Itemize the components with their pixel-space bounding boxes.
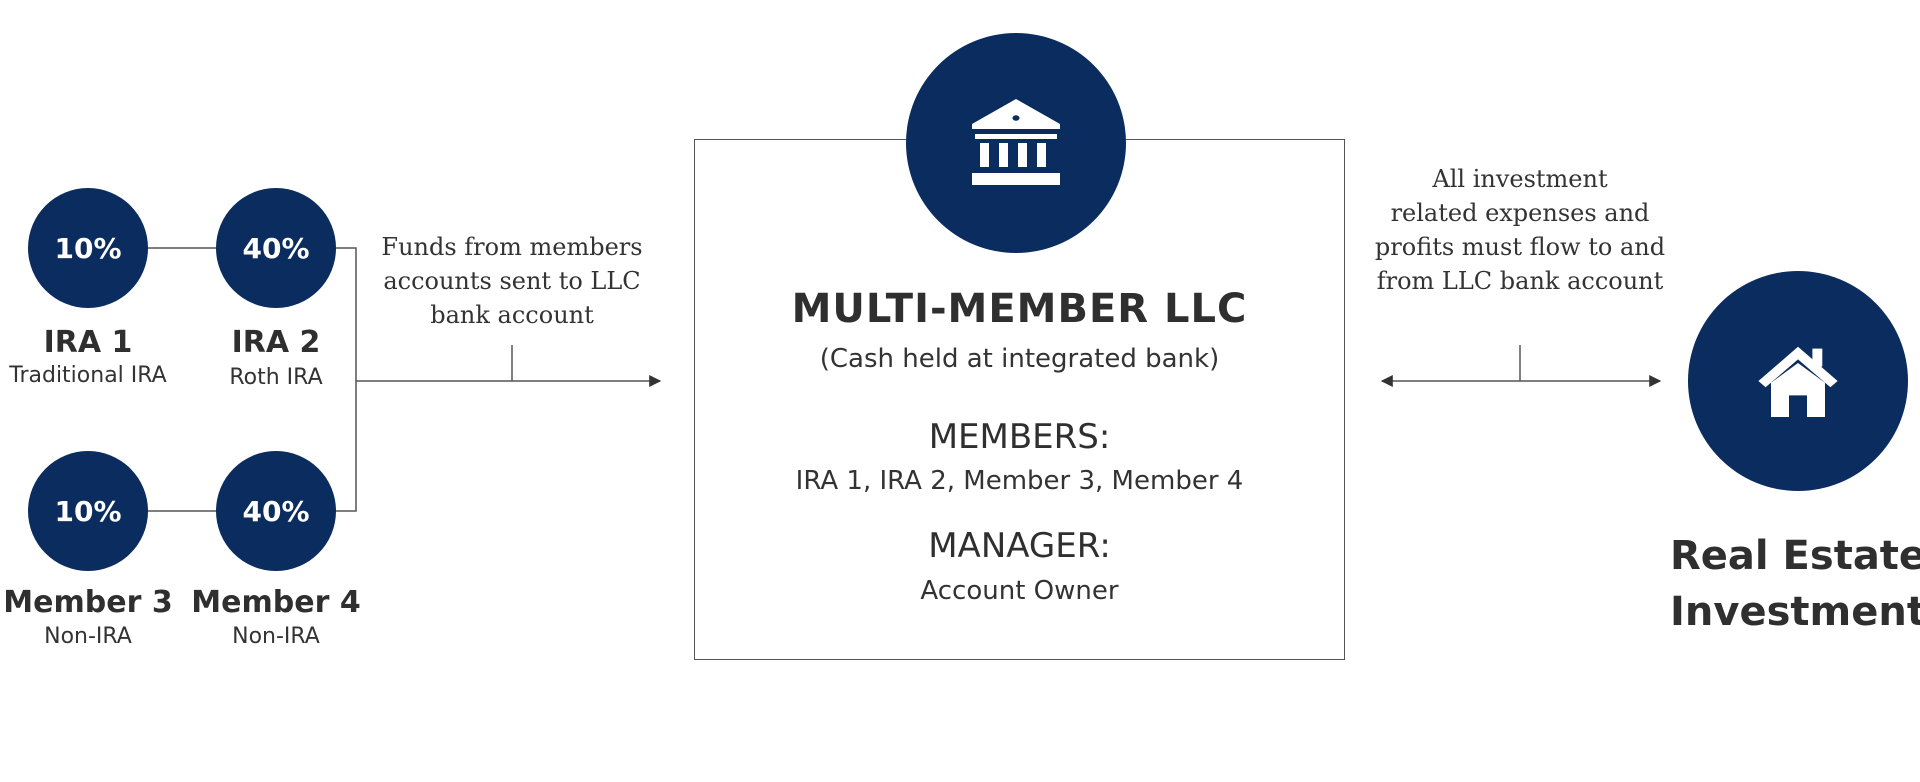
- flow-left-note-line: Funds from members: [381, 233, 643, 261]
- member-circle-ira1: 10%: [28, 188, 148, 308]
- flow-left-note: Funds from members accounts sent to LLC …: [362, 230, 662, 332]
- member-name-member3: Member 3: [3, 585, 173, 620]
- investment-circle: [1688, 271, 1908, 491]
- llc-subtitle: (Cash held at integrated bank): [819, 344, 1220, 374]
- member-circle-ira2: 40%: [216, 188, 336, 308]
- member-name-member4: Member 4: [191, 585, 361, 620]
- investment-label-line2: Investment: [1670, 589, 1920, 635]
- member-type-ira2: Roth IRA: [229, 365, 323, 390]
- flow-right-note: All investment related expenses and prof…: [1360, 162, 1680, 298]
- llc-box: MULTI-MEMBER LLC (Cash held at integrate…: [694, 139, 1345, 660]
- members-heading: MEMBERS:: [928, 417, 1111, 457]
- manager-heading: MANAGER:: [928, 526, 1111, 566]
- bank-icon: [972, 99, 1060, 185]
- member-type-ira1: Traditional IRA: [9, 363, 167, 388]
- flow-right-note-line: profits must flow to and: [1374, 233, 1666, 261]
- percent-label: 10%: [54, 231, 122, 265]
- member-name-ira2: IRA 2: [231, 325, 321, 360]
- member-name-ira1: IRA 1: [43, 325, 133, 360]
- flow-right-note-line: from LLC bank account: [1376, 267, 1664, 295]
- member-circle-member4: 40%: [216, 451, 336, 571]
- member-type-member3: Non-IRA: [44, 624, 132, 649]
- flow-right-note-line: related expenses and: [1390, 199, 1650, 227]
- investment-label: Real Estate Investment: [1670, 528, 1920, 640]
- percent-label: 40%: [242, 231, 310, 265]
- members-list: IRA 1, IRA 2, Member 3, Member 4: [795, 466, 1244, 496]
- member-circle-member3: 10%: [28, 451, 148, 571]
- bank-circle: [906, 33, 1126, 253]
- investment-label-line1: Real Estate: [1670, 533, 1920, 579]
- member-type-member4: Non-IRA: [232, 624, 320, 649]
- bracket-right: [336, 247, 357, 512]
- flow-right-note-line: All investment: [1432, 165, 1608, 193]
- percent-label: 10%: [54, 494, 122, 528]
- percent-label: 40%: [242, 494, 310, 528]
- flow-left-note-line: accounts sent to LLC: [383, 267, 641, 295]
- llc-title: MULTI-MEMBER LLC: [791, 286, 1248, 332]
- flow-left-note-line: bank account: [430, 301, 594, 329]
- manager-value: Account Owner: [920, 576, 1119, 606]
- house-icon: [1758, 346, 1838, 417]
